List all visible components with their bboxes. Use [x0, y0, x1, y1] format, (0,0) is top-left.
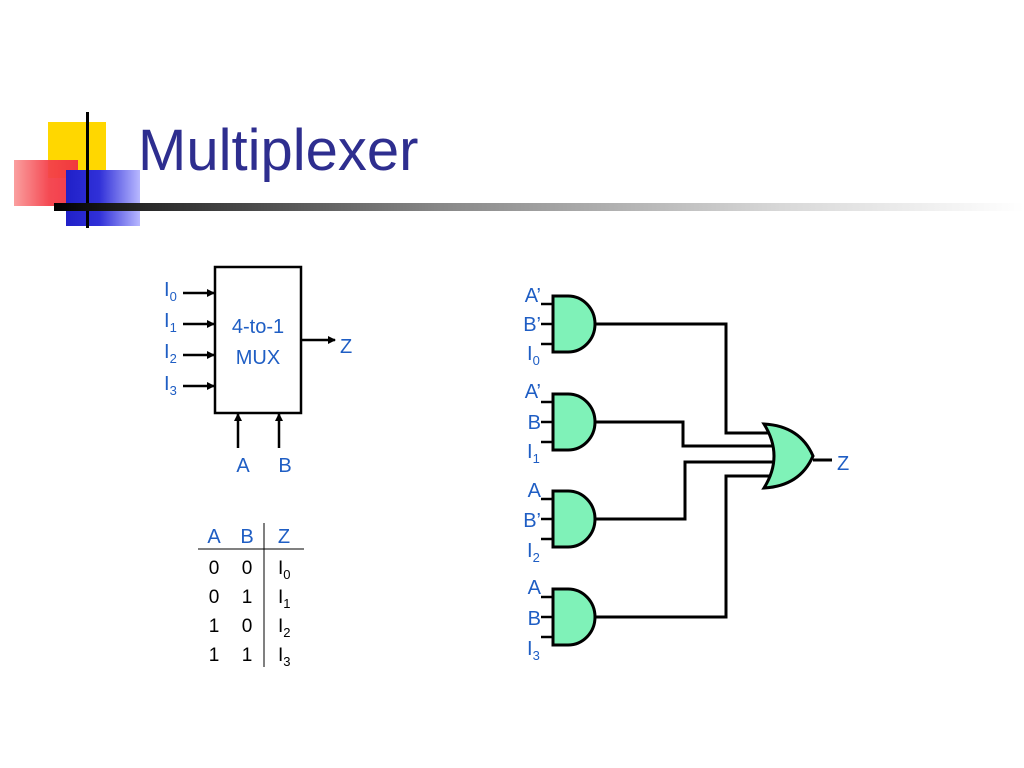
gate-input-label: I1 [527, 441, 540, 466]
gate-input-label: A’ [525, 381, 541, 403]
mux-label-line1: 4-to-1 [232, 316, 284, 338]
title-underline [54, 203, 1024, 211]
truth-table: A B Z 0 0 I0 0 1 I1 1 0 I2 1 1 I3 [198, 523, 304, 669]
gate-input-label: A [528, 480, 542, 502]
table-cell: I0 [278, 558, 291, 582]
slide-title: Multiplexer [138, 118, 419, 183]
and-gate-1: A’ B I1 [525, 381, 597, 466]
gate-input-label: B’ [523, 510, 541, 532]
table-cell: 1 [242, 587, 253, 608]
truth-table-header: A [207, 526, 221, 548]
truth-table-header: B [240, 526, 253, 548]
wire-gate1-to-or [595, 420, 775, 448]
wire-gate3-to-or [595, 474, 774, 619]
table-cell: 0 [209, 558, 220, 579]
truth-table-header: Z [278, 526, 290, 548]
gate-input-label: A’ [525, 285, 541, 307]
mux-label-line2: MUX [236, 347, 280, 369]
gate-input-label: I3 [527, 638, 540, 663]
table-cell: I1 [278, 587, 291, 611]
and-gate-body [551, 392, 597, 452]
wire-gate0-to-or [595, 322, 771, 435]
gate-input-label: I0 [527, 343, 540, 368]
and-gate-body [551, 587, 597, 647]
table-cell: 0 [209, 587, 220, 608]
gate-input-label: B [528, 412, 541, 434]
wire-gate2-to-or [595, 460, 776, 521]
decor-blue-square [66, 170, 140, 226]
and-gate-body [551, 294, 597, 354]
table-row: 1 1 I3 [209, 645, 291, 669]
mux-select-label-b: B [278, 455, 291, 477]
table-cell: 0 [242, 616, 253, 637]
mux-input-label-1: I1 [164, 310, 177, 335]
table-row: 0 0 I0 [209, 558, 291, 582]
mux-select-label-a: A [236, 455, 250, 477]
table-cell: 1 [242, 645, 253, 666]
mux-input-label-3: I3 [164, 373, 177, 398]
wires [595, 322, 832, 619]
or-output-label: Z [837, 453, 849, 475]
mux-input-label-0: I0 [164, 279, 177, 304]
mux-input-label-2: I2 [164, 341, 177, 366]
mux-output-label: Z [340, 336, 352, 358]
gate-input-label: A [528, 577, 542, 599]
table-cell: I3 [278, 645, 291, 669]
and-gate-2: A B’ I2 [523, 480, 597, 565]
table-cell: I2 [278, 616, 291, 640]
gate-input-label: I2 [527, 540, 540, 565]
table-row: 0 1 I1 [209, 587, 291, 611]
and-gate-0: A’ B’ I0 [523, 285, 597, 368]
gate-input-label: B’ [523, 314, 541, 336]
and-gate-3: A B I3 [527, 577, 597, 663]
table-cell: 0 [242, 558, 253, 579]
table-cell: 1 [209, 645, 220, 666]
decor-vertical-line [86, 112, 89, 228]
mux-block [213, 265, 303, 415]
and-gate-body [551, 489, 597, 549]
or-gate [761, 422, 815, 490]
gate-input-label: B [528, 608, 541, 630]
table-row: 1 0 I2 [209, 616, 291, 640]
table-cell: 1 [209, 616, 220, 637]
